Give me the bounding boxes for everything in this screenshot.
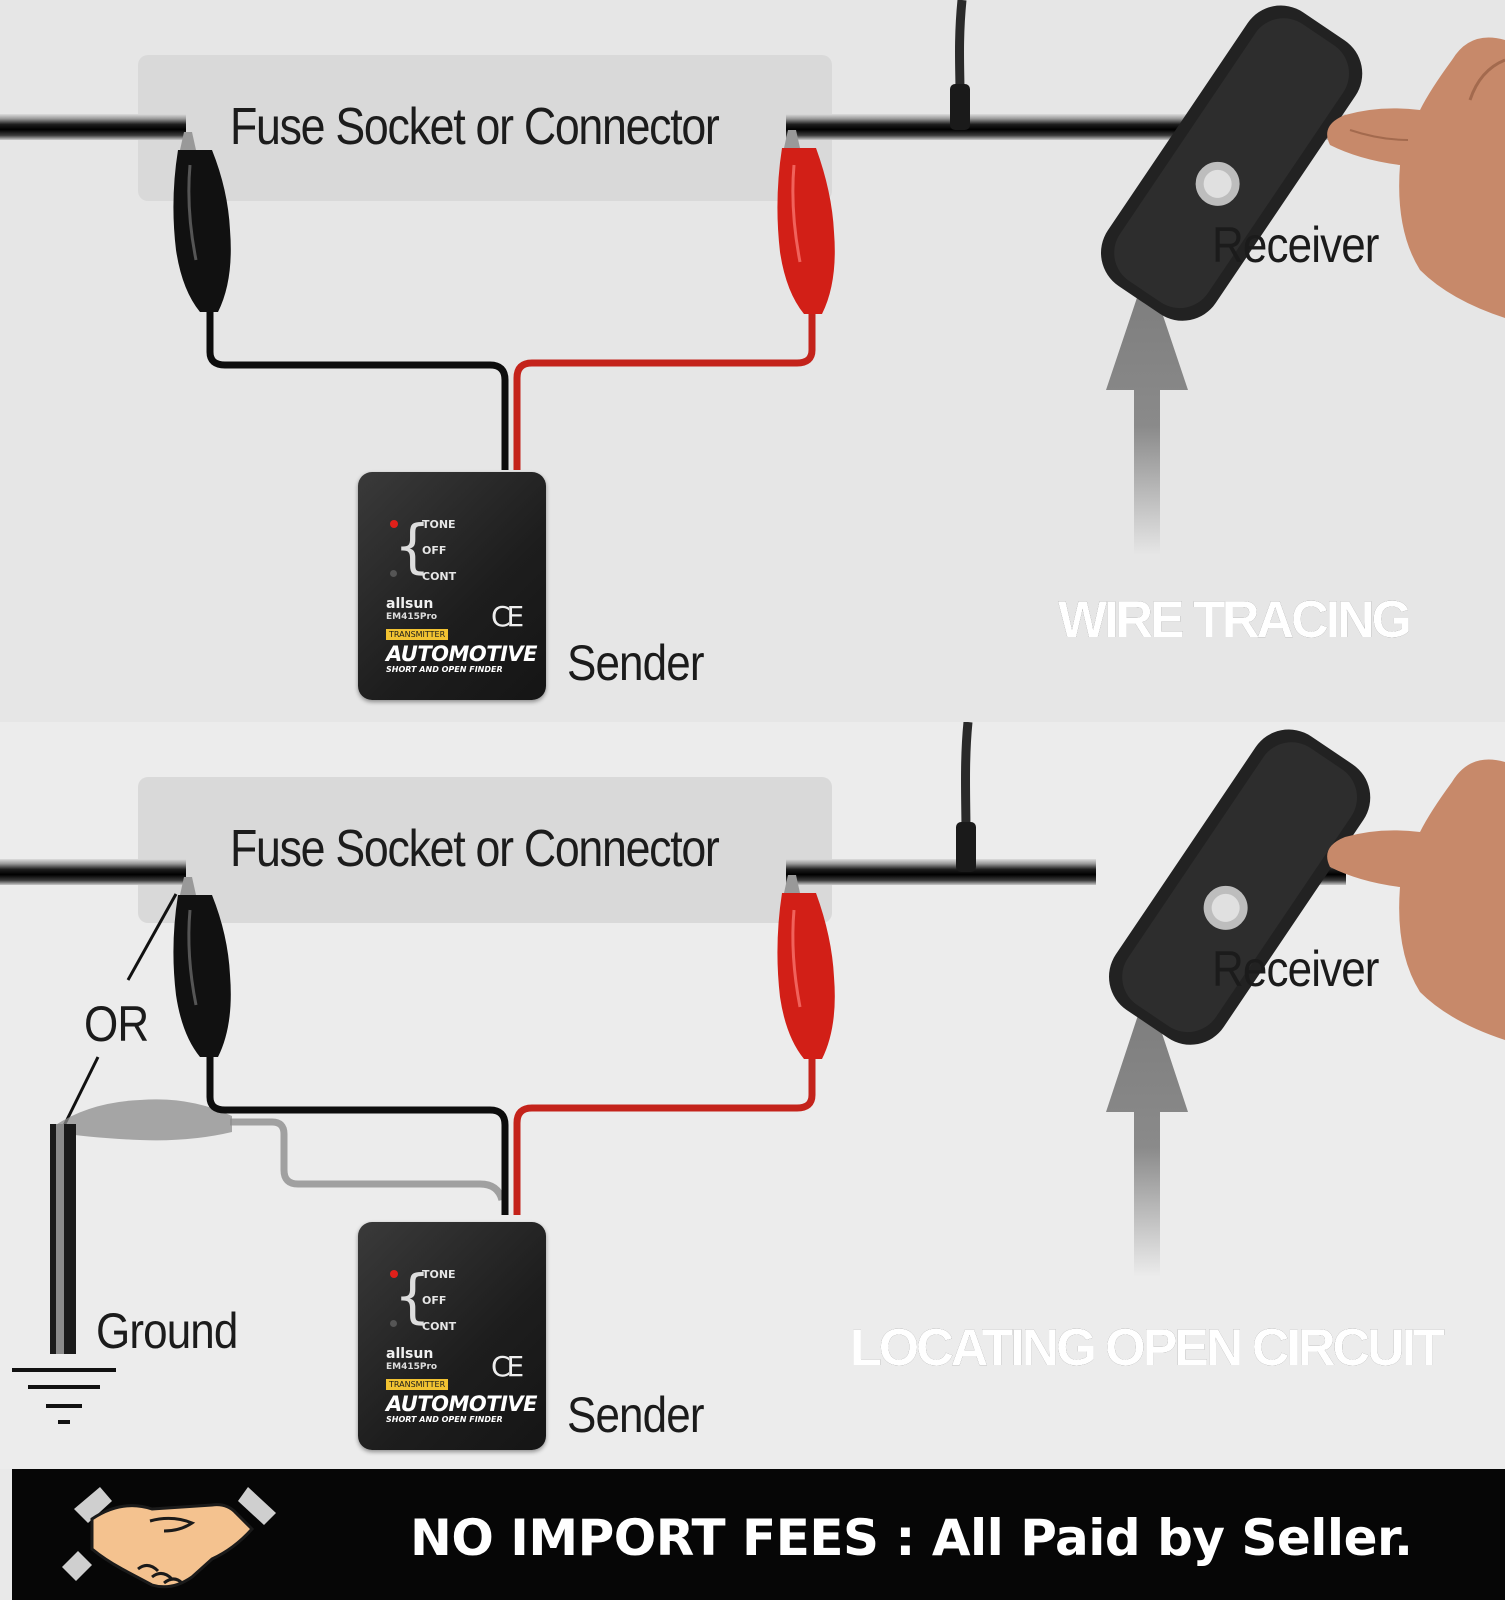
cont-led [390, 570, 397, 577]
ce-mark: CE [491, 600, 524, 633]
black-lead [206, 1050, 509, 1215]
red-lead [513, 305, 816, 470]
switch-label-tone: TONE [422, 518, 456, 531]
ground-label: Ground [96, 1303, 238, 1359]
wire-tracing-panel: Fuse Socket or Connector [0, 0, 1505, 722]
probe-cable [961, 722, 973, 833]
or-label: OR [84, 996, 149, 1052]
switch-label-off: OFF [422, 1294, 447, 1307]
cont-led [390, 1320, 397, 1327]
red-alligator-clip [777, 875, 835, 1059]
open-circuit-panel: Fuse Socket or Connector [0, 722, 1505, 1469]
tone-led [390, 1270, 398, 1278]
black-lead [206, 305, 509, 470]
upward-arrow [1106, 268, 1188, 555]
sender-label: Sender [567, 1387, 704, 1443]
banner-text: NO IMPORT FEES : All Paid by Seller. [410, 1509, 1413, 1567]
switch-label-off: OFF [422, 544, 447, 557]
receiver-label: Receiver [1212, 941, 1379, 997]
probe-clip [950, 84, 970, 130]
ground-alligator-clip [54, 1099, 232, 1141]
model-number: EM415Pro [386, 1362, 438, 1372]
brand-name: allsun [386, 1346, 434, 1362]
product-name: AUTOMOTIVE [386, 1392, 538, 1416]
switch-label-cont: CONT [422, 570, 457, 583]
or-line-upper [126, 893, 178, 981]
hand [1327, 759, 1505, 1040]
connector-label: Fuse Socket or Connector [230, 98, 720, 156]
transmitter-tag: TRANSMITTER [386, 1379, 449, 1390]
upward-arrow [1106, 988, 1188, 1277]
receiver-device [1108, 729, 1371, 1045]
product-name: AUTOMOTIVE [386, 642, 538, 666]
connector-label-box: Fuse Socket or Connector [138, 55, 832, 201]
import-fees-banner: NO IMPORT FEES : All Paid by Seller. [12, 1469, 1505, 1600]
sender-device: { TONE OFF CONT allsun EM415Pro CE TRANS… [358, 472, 546, 700]
bottom-diagram-graphics [12, 722, 1505, 1424]
handshake-icon [62, 1487, 276, 1589]
red-alligator-clip [777, 130, 835, 314]
sender-label: Sender [567, 635, 704, 691]
probe-clip [956, 822, 976, 872]
switch-label-cont: CONT [422, 1320, 457, 1333]
switch-label-tone: TONE [422, 1268, 456, 1281]
black-alligator-clip [173, 877, 231, 1057]
red-lead [513, 1050, 816, 1215]
receiver-label: Receiver [1212, 217, 1379, 273]
transmitter-tag: TRANSMITTER [386, 629, 449, 640]
left-wire [0, 114, 186, 140]
right-wire-segment [786, 859, 1096, 885]
connector-label-box: Fuse Socket or Connector [138, 777, 832, 923]
tone-led [390, 520, 398, 528]
brand-name: allsun [386, 596, 434, 612]
mode-title: WIRE TRACING [1058, 591, 1412, 649]
ground-lead [230, 1118, 506, 1202]
model-number: EM415Pro [386, 612, 438, 622]
top-diagram-graphics [173, 0, 1188, 555]
probe-cable [955, 0, 967, 93]
connector-label: Fuse Socket or Connector [230, 820, 720, 878]
mode-title: LOCATING OPEN CIRCUIT [850, 1319, 1445, 1377]
product-subtitle: SHORT AND OPEN FINDER [386, 1415, 503, 1424]
sender-device: { TONE OFF CONT allsun EM415Pro CE TRANS… [358, 1222, 546, 1450]
black-alligator-clip [173, 132, 231, 312]
left-wire [0, 859, 186, 885]
ce-mark: CE [491, 1350, 524, 1383]
product-subtitle: SHORT AND OPEN FINDER [386, 665, 503, 674]
